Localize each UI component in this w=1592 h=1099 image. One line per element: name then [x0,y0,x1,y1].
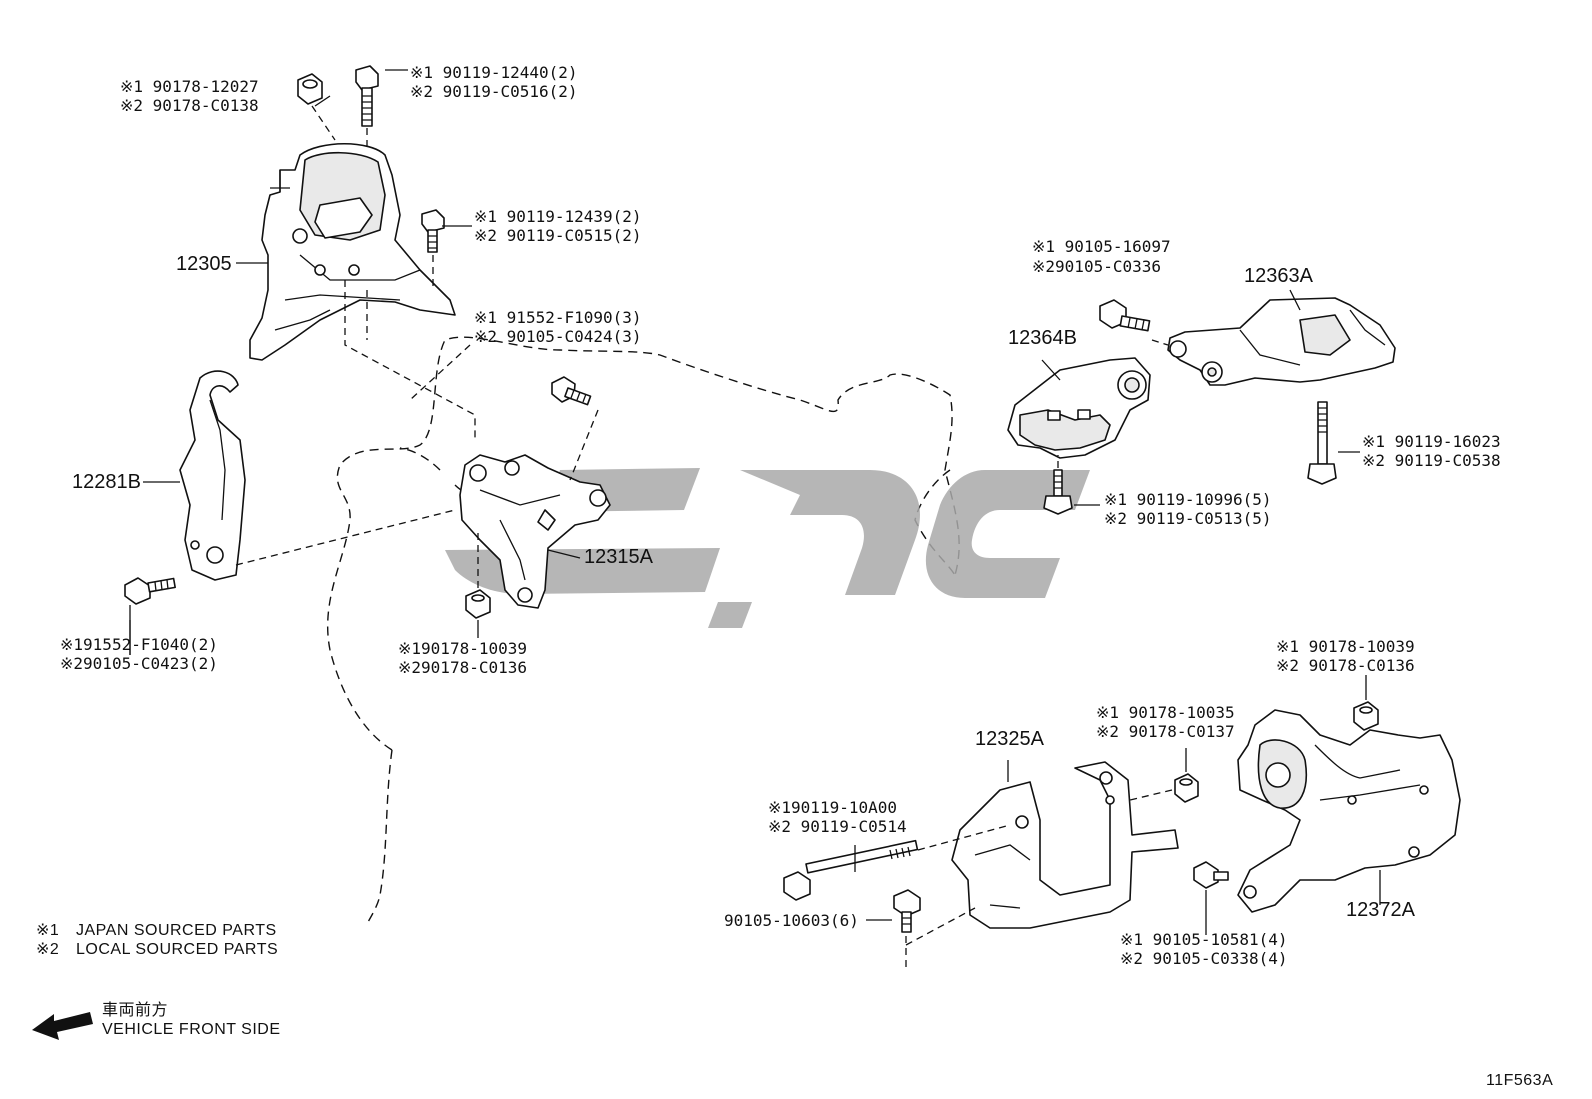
callout-line: ※1 90178-12027 [120,77,259,96]
callout-line: ※290105-C0423(2) [60,654,218,673]
callout-nut-right-bottom: ※1 90178-10039 ※2 90178-C0136 [1276,637,1415,675]
bolt-top-icon[interactable] [355,65,379,127]
bolt-small-bottom-icon[interactable] [893,889,921,933]
part-12325A[interactable] [951,761,1179,929]
bolt-center-icon[interactable] [551,376,592,406]
callout-line: ※2 90105-C0424(3) [474,327,642,346]
callout-bolt-right-long: ※1 90119-16023 ※2 90119-C0538 [1362,432,1501,470]
callout-line: ※1 90119-12440(2) [410,63,578,82]
callout-line: ※2 90178-C0138 [120,96,259,115]
callout-bolt-left: ※191552-F1040(2) ※290105-C0423(2) [60,635,218,673]
callout-line: ※1 90105-10581(4) [1120,930,1288,949]
callout-line: ※1 90178-10039 [1276,637,1415,656]
nut-right-bottom-icon[interactable] [1353,701,1379,731]
part-label-12372A: 12372A [1346,899,1416,921]
callout-line: ※2 90119-C0515(2) [474,226,642,245]
callout-line: ※1 90119-12439(2) [474,207,642,226]
part-12281B[interactable] [179,370,246,581]
callout-line: ※2 90105-C0338(4) [1120,949,1288,968]
nut-center-icon[interactable] [465,589,491,619]
part-12315A[interactable] [459,454,611,609]
callout-bolt-top: ※1 90119-12440(2) ※2 90119-C0516(2) [410,63,578,101]
callout-line: ※1 90119-10996(5) [1104,490,1272,509]
callout-line: ※1 90178-10035 [1096,703,1235,722]
part-label-12325A: 12325A [975,728,1045,750]
bolt-right-top-icon[interactable] [1099,299,1151,332]
bolt-right-small-icon[interactable] [1043,469,1073,515]
callout-line: ※2 90119-C0514 [768,817,907,836]
nut-mid-bottom-icon[interactable] [1174,773,1199,803]
part-12364B[interactable] [1007,357,1151,459]
callout-line: ※290178-C0136 [398,658,527,677]
part-12363A[interactable] [1167,297,1396,386]
callout-bolt-right-top: ※1 90105-16097 ※290105-C0336 [1032,237,1171,276]
diagram-code: 11F563A [1486,1072,1553,1089]
callout-nut-mid-bottom: ※1 90178-10035 ※2 90178-C0137 [1096,703,1235,741]
callout-line: ※190119-10A00 [768,798,897,817]
part-label-12315A: 12315A [584,546,654,568]
direction-en: VEHICLE FRONT SIDE [102,1021,281,1038]
callout-bolt-right-small: ※1 90119-10996(5) ※2 90119-C0513(5) [1104,490,1272,528]
legend: ※1 JAPAN SOURCED PARTS ※2 LOCAL SOURCED … [36,922,278,958]
leader-lines [129,69,1301,655]
callout-bolt-side: ※1 90119-12439(2) ※2 90119-C0515(2) [474,207,642,245]
callout-line: ※190178-10039 [398,639,527,658]
callout-bolt-long-bottom: ※190119-10A00 ※2 90119-C0514 [768,798,907,836]
nut-top-icon[interactable] [297,73,323,105]
callout-line: ※2 90119-C0538 [1362,451,1501,470]
callout-bolt-small-bottom: 90105-10603(6) [724,911,859,930]
callout-bolt-center: ※1 91552-F1090(3) ※2 90105-C0424(3) [474,308,642,346]
bolt-right-long-icon[interactable] [1307,401,1337,485]
callout-line: ※1 90119-16023 [1362,432,1501,451]
part-label-12281B: 12281B [72,471,141,493]
part-12305[interactable] [249,142,456,361]
part-label-12363A: 12363A [1244,265,1314,287]
legend-japan-text: JAPAN SOURCED PARTS [76,922,277,939]
bolt-left-icon[interactable] [124,577,176,605]
callout-line: ※290105-C0336 [1032,257,1161,276]
callout-line: ※2 90178-C0137 [1096,722,1235,741]
legend-mark-1: ※1 [36,922,59,939]
callout-line: ※1 90105-16097 [1032,237,1171,256]
bolt-long-bottom-icon[interactable] [783,839,919,901]
callout-line: ※2 90178-C0136 [1276,656,1415,675]
legend-local-text: LOCAL SOURCED PARTS [76,941,278,958]
callout-line: ※2 90119-C0513(5) [1104,509,1272,528]
callout-line: ※191552-F1040(2) [60,635,218,654]
callout-nut-center: ※190178-10039 ※290178-C0136 [398,639,527,677]
callout-line: ※2 90119-C0516(2) [410,82,578,101]
callout-bolt-right-bottom: ※1 90105-10581(4) ※2 90105-C0338(4) [1120,930,1288,968]
part-label-12364B: 12364B [1008,327,1077,349]
direction-jp: 車両前方 [102,1001,168,1019]
vehicle-front-indicator: 車両前方 VEHICLE FRONT SIDE [32,1001,281,1040]
callout-line: ※1 91552-F1090(3) [474,308,642,327]
legend-mark-2: ※2 [36,941,59,958]
bolt-side-icon[interactable] [421,209,445,253]
callout-nut-top: ※1 90178-12027 ※2 90178-C0138 [120,77,259,115]
arrow-left-icon [32,1012,93,1040]
part-12372A[interactable] [1237,709,1461,913]
part-label-12305: 12305 [176,253,232,275]
bolt-right-bottom-icon[interactable] [1193,861,1229,889]
